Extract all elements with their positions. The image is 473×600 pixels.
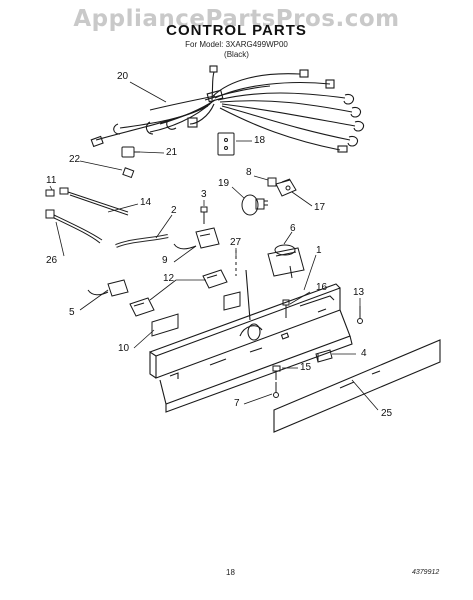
tube-part-2 — [115, 234, 169, 248]
screw-part-13 — [357, 306, 363, 324]
document-number: 4379912 — [412, 569, 440, 576]
callout-22: 22 — [69, 154, 81, 165]
label-part-27 — [223, 250, 241, 311]
lamp-socket-part-17 — [275, 178, 297, 197]
callout-3: 3 — [201, 189, 207, 200]
callout-19: 19 — [218, 178, 230, 189]
callout-20: 20 — [117, 71, 129, 82]
diagram-title: CONTROL PARTS — [166, 22, 307, 39]
page-number: 18 — [226, 568, 235, 577]
sensor-part-26 — [45, 209, 103, 244]
switch-part-5 — [87, 279, 129, 297]
socket-part-8 — [267, 177, 277, 187]
control-panel-part-25 — [273, 339, 441, 433]
callout-11: 11 — [46, 175, 57, 186]
callout-15: 15 — [300, 362, 312, 373]
callout-5: 5 — [69, 307, 75, 318]
plate-part-18 — [217, 132, 235, 156]
callout-7: 7 — [234, 398, 240, 409]
callout-17: 17 — [314, 202, 326, 213]
lamp-part-19 — [241, 194, 268, 216]
connector-part-21 — [121, 146, 140, 158]
callout-10: 10 — [118, 343, 130, 354]
callout-16: 16 — [316, 282, 328, 293]
callout-6: 6 — [290, 223, 296, 234]
callout-12: 12 — [163, 273, 175, 284]
watermark: AppliancePartsPros.com — [73, 6, 400, 32]
leader-lines — [49, 81, 379, 411]
callout-21: 21 — [166, 147, 178, 158]
screw-part-16 — [282, 299, 290, 318]
callout-18: 18 — [254, 135, 266, 146]
wiring-harness-part-20 — [90, 65, 365, 153]
model-line: For Model: 3XARG499WP00 — [185, 40, 288, 49]
bracket-part-4 — [315, 349, 333, 363]
callout-26: 26 — [46, 255, 58, 266]
callout-9: 9 — [162, 255, 168, 266]
callout-2: 2 — [171, 205, 177, 216]
callout-13: 13 — [353, 287, 365, 298]
thermostat-part-9 — [173, 227, 220, 250]
screw-part-7 — [273, 382, 279, 398]
screw-part-15 — [272, 365, 281, 380]
clip-part-22 — [122, 167, 135, 179]
color-line: (Black) — [224, 50, 249, 59]
callout-1: 1 — [316, 245, 322, 256]
control-housing-part-1 — [149, 269, 353, 413]
callout-25: 25 — [381, 408, 393, 419]
callout-8: 8 — [246, 167, 252, 178]
callout-14: 14 — [140, 197, 152, 208]
thermostat-part-12 — [129, 269, 228, 317]
control-assembly-part-6 — [267, 244, 305, 279]
callout-4: 4 — [361, 348, 367, 359]
label-part-10 — [151, 313, 179, 337]
sensor-part-11 — [45, 187, 129, 216]
callout-27: 27 — [230, 237, 242, 248]
screw-part-3 — [200, 206, 208, 224]
